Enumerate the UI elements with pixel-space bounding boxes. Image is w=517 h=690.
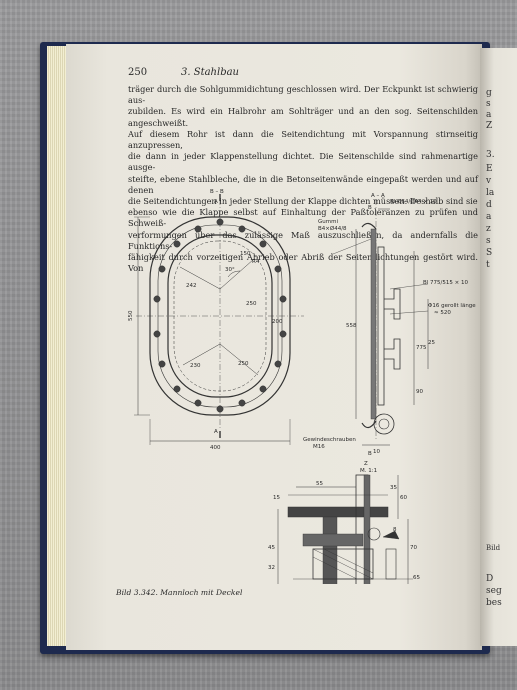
dim-angle: 30° xyxy=(225,267,235,273)
label-spec-flat: Bl 775/515 × 10 xyxy=(423,280,469,286)
body-line: steifte, ebene Stahlbleche, die in die B… xyxy=(128,173,478,195)
dim-35: 35 xyxy=(390,485,397,491)
page-number: 250 xyxy=(128,67,148,78)
dim-200: 200 xyxy=(272,319,283,325)
label-spec-ring2: M16 xyxy=(313,444,325,450)
right-page-fragment: s xyxy=(486,236,491,246)
dim-32: 32 xyxy=(268,565,275,571)
right-page-fragment: v xyxy=(486,176,492,186)
right-page-fragment: 3. xyxy=(486,150,495,160)
body-text: träger durch die Sohlgummidichtung gesch… xyxy=(128,84,478,274)
right-page-fragment: g xyxy=(486,88,492,98)
dim-height-outer: 550 xyxy=(128,310,134,321)
right-page-fragment: z xyxy=(486,224,491,234)
body-line: träger durch die Sohlgummidichtung gesch… xyxy=(128,84,478,106)
right-page-fragment: Bild xyxy=(486,544,501,552)
section-aa xyxy=(332,199,429,446)
label-gummi: Gummi xyxy=(318,219,338,225)
body-line: Auf diesem Rohr ist dann die Seitendicht… xyxy=(128,128,478,151)
dim-60: 60 xyxy=(400,495,407,501)
dim-width-outer: 400 xyxy=(210,445,221,451)
right-page-fragment: Z xyxy=(486,121,493,131)
dim-r-tip: R4 xyxy=(252,259,260,265)
label-b-bottom: B xyxy=(368,451,372,457)
dim-65: 65 xyxy=(413,575,420,581)
left-page: 250 3. Stahlbau träger durch die Sohlgum… xyxy=(66,44,482,650)
dim-r-small: 150 xyxy=(240,251,251,257)
body-line: ebenso wie die Klappe selbst auf Einhalt… xyxy=(128,207,478,229)
detail-z xyxy=(277,474,413,584)
label-spec-ring: Gewindeschrauben xyxy=(303,437,356,443)
body-line: zubilden. Es wird ein Halbrohr am Sohltr… xyxy=(128,106,478,128)
dim-775: 775 xyxy=(416,345,427,351)
right-page-fragment: s xyxy=(486,99,491,109)
dim-25: 25 xyxy=(428,340,435,346)
label-section-bb: B – B xyxy=(210,189,224,195)
dim-558: 558 xyxy=(346,323,357,329)
right-page-fragment: a xyxy=(486,110,492,120)
label-b-top: B xyxy=(368,205,372,211)
figure-caption: Bild 3.342. Mannloch mit Deckel xyxy=(116,588,243,597)
right-page-fragment: D xyxy=(486,574,494,584)
technical-drawing: B – B A A A – A B B Gummi B4×Ø44/8 Bl Ø6… xyxy=(128,189,476,584)
label-section-aa: A – A xyxy=(371,193,385,199)
label-a-bottom: A xyxy=(214,429,218,435)
right-page-fragment: seg xyxy=(486,586,502,596)
dim-10: 10 xyxy=(373,449,380,455)
label-spec-bolt-len: ≈ 520 xyxy=(434,310,451,316)
right-page-fragment: d xyxy=(486,200,492,210)
running-head: 3. Stahlbau xyxy=(181,67,239,78)
label-spec-top: Bl Ø64/Ø44 × 10 xyxy=(390,198,437,205)
dim-r-lower: 230 xyxy=(190,363,201,369)
label-spec-bolt: Φ16 gerollt länge xyxy=(428,303,476,309)
body-line: verformungen über das zulässige Maß ausz… xyxy=(128,229,478,251)
label-a-top: A xyxy=(214,199,218,205)
dim-8: 8 xyxy=(393,527,397,533)
right-page-fragment: a xyxy=(486,212,492,222)
right-page-fragment: bes xyxy=(486,598,502,608)
right-page-fragment: la xyxy=(486,188,495,198)
dim-70: 70 xyxy=(410,545,417,551)
dim-r-lower2: 250 xyxy=(238,361,249,367)
right-page: g s a Z 3. E v la d a z s S t Bild D seg… xyxy=(480,48,517,646)
dim-55: 55 xyxy=(316,481,323,487)
dim-45: 45 xyxy=(268,545,275,551)
dim-r-mid: 250 xyxy=(246,301,257,307)
label-detail-scale: M. 1:1 xyxy=(360,468,377,474)
manhole-elevation xyxy=(134,194,304,445)
dim-15: 15 xyxy=(273,495,280,501)
body-line: fähigkeit durch vorzeitigen Abrieb oder … xyxy=(128,252,478,274)
dim-r-large: 242 xyxy=(186,283,197,289)
body-line: die dann in jeder Klappenstellung dichte… xyxy=(128,151,478,173)
right-page-fragment: E xyxy=(486,164,493,174)
bolt-holes xyxy=(153,218,287,413)
body-line: die Seitendichtungen in jeder Stellung d… xyxy=(128,196,478,207)
right-page-fragment: t xyxy=(486,260,490,270)
right-page-fragment: S xyxy=(486,248,493,258)
dim-90: 90 xyxy=(416,389,423,395)
label-gummi-spec: B4×Ø44/8 xyxy=(318,225,347,232)
label-detail-z: Z xyxy=(364,461,368,467)
